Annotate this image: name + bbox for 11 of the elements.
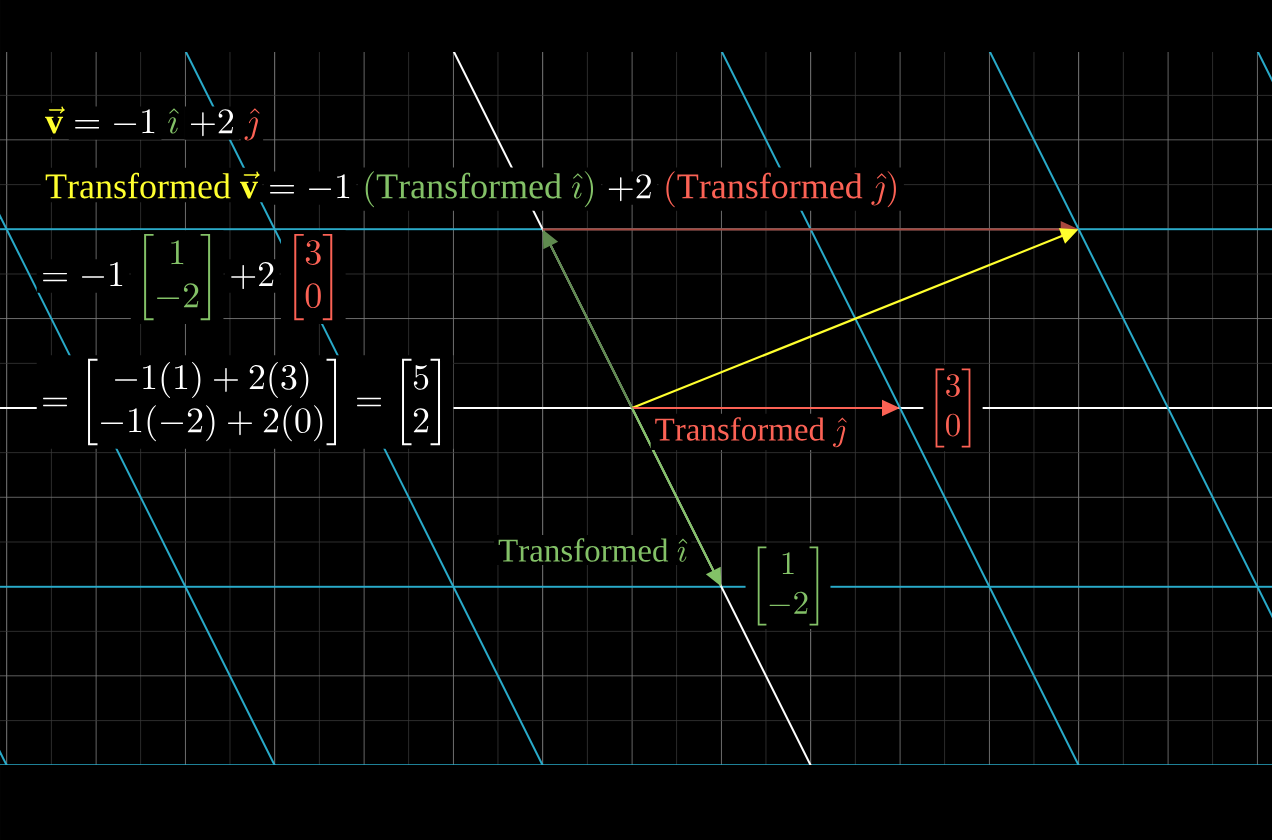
formula: $+ 2$ <box>224 259 280 293</box>
formula: $\begin{bmatrix}3\\0\end{bmatrix}$ <box>923 365 983 451</box>
formula: $+ 2$ <box>184 106 240 140</box>
formula: $= -1$ <box>36 259 130 293</box>
formula: $+ 2$ <box>602 171 658 205</box>
formula: $= -1$ <box>263 171 357 205</box>
formula: $= \begin{bmatrix}-1(1)+2(3)\\-1(-2)+2(0)\end{bmatrix} = \begin{bmatrix}5\\2\end{bmatrix}$ <box>36 355 454 449</box>
formula: $\mathrm{Transformed}\ \hat{\imath}$ <box>494 534 692 566</box>
formula: $\mathrm{Transformed}\ \hat{\jmath}$ <box>650 413 850 451</box>
formula: $\begin{bmatrix}1\\-2\end{bmatrix}$ <box>745 543 831 629</box>
formula: $\begin{bmatrix}1\\-2\end{bmatrix}$ <box>130 230 224 324</box>
